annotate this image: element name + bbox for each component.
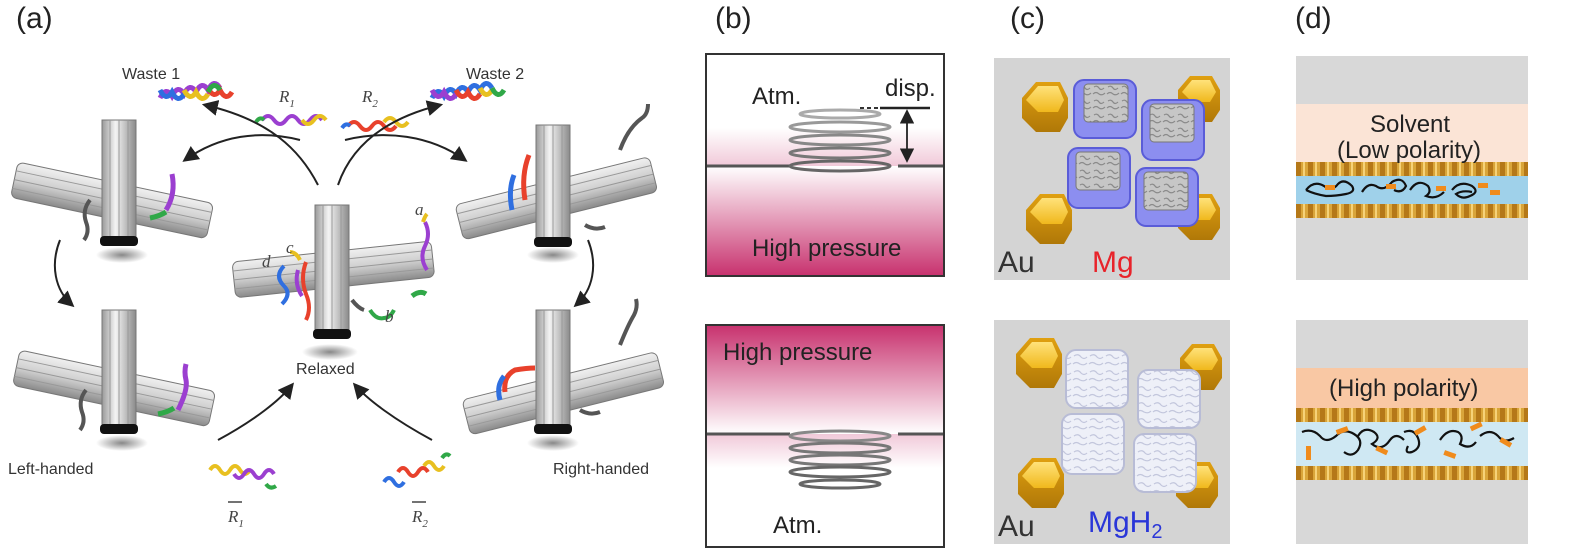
solvent-low-polarity-region [1296,104,1528,162]
top-mg-label: Mg [1092,246,1134,279]
r1-bar-label: R1 [227,507,244,530]
waste-1-label: Waste 1 [122,66,180,83]
origami-center: a b c d [232,200,435,360]
disp-label: disp. [885,75,936,102]
r2-strand-end [340,122,352,130]
gold-pad-tl [1022,82,1068,132]
panel-a-label: (a) [16,2,53,35]
panel-b: (b) Atm. disp. High pressure [705,2,945,548]
mg-block-1 [1073,79,1137,139]
high-polarity-label: (High polarity) [1329,375,1478,402]
r1-bar-strand [208,464,278,490]
r1-strand-toe [300,114,328,126]
panel-b-label: (b) [715,2,752,35]
bottom-high-pressure-label: High pressure [723,339,872,366]
r1-strand [260,114,324,126]
mgh2-block-4 [1133,433,1197,493]
bottom-au-label: Au [998,510,1035,543]
panel-d: (d) Solvent (Low polarity) [1295,2,1528,544]
r2-bar-label: R2 [411,507,428,530]
strand-d-label: d [262,252,271,271]
arrow-to-left-top [182,134,301,162]
polymer-chains-bottom [1301,421,1515,460]
origami-bottom-left [13,309,216,451]
mg-block-3 [1067,147,1131,209]
waste-1-helix [157,81,235,102]
panel-a: (a) Waste 1 Waste 2 R1 R2 [8,2,664,530]
top-high-pressure-label: High pressure [752,235,901,262]
arrow-left-down [53,239,75,308]
top-atm-label: Atm. [752,83,801,110]
mgh2-block-3 [1061,413,1125,475]
arrow-to-right-top [344,134,468,162]
panel-c-top: Au Mg [994,58,1230,280]
spring-top [788,108,892,173]
r2-bar-strand [382,452,452,488]
bottom-electrode-2 [1296,466,1528,480]
spring-bottom [788,429,892,490]
panel-b-top-box: Atm. disp. High pressure [705,53,945,277]
right-handed-label: Right-handed [553,461,649,478]
panel-d-label: (d) [1295,2,1332,35]
arrow-right-to-relaxed [352,382,433,441]
panel-c: (c) [994,2,1230,544]
solvent-label: Solvent [1370,111,1450,138]
r2-strand [346,120,398,132]
origami-bottom-right [462,298,664,451]
left-handed-label: Left-handed [8,461,93,478]
bottom-electrode-1 [1296,408,1528,422]
mgh2-block-2 [1137,369,1201,429]
waste-2-label: Waste 2 [466,66,524,83]
panel-b-bottom-box: High pressure Atm. [705,324,945,548]
top-electrode-1 [1296,162,1528,176]
arrow-left-to-relaxed [217,382,294,441]
low-polarity-label: (Low polarity) [1337,137,1481,164]
mgh2-block-1 [1065,349,1129,409]
strand-a-label: a [415,200,424,219]
panel-c-bottom: Au MgH2 [994,320,1230,544]
strand-c-label: c [286,238,294,257]
bottom-mgh2-label: MgH2 [1088,506,1162,543]
top-electrode-2 [1296,204,1528,218]
origami-top-left [11,119,214,263]
r2-label: R2 [361,87,378,110]
gold-pad-bl [1026,194,1072,244]
polymer-chains-top [1305,178,1500,199]
waste-2-helix [429,81,507,102]
strand-b-label: b [385,307,394,326]
bottom-atm-label: Atm. [773,512,822,539]
top-au-label: Au [998,246,1035,279]
arrow-right-down [573,239,595,308]
mg-block-2 [1141,99,1205,161]
bottom-channel [1296,422,1528,466]
gold-pad-bl-2 [1018,458,1064,508]
panel-d-top: Solvent (Low polarity) [1296,56,1528,280]
relaxed-label: Relaxed [296,361,355,378]
mg-block-4 [1135,167,1199,227]
arrow-to-waste-2 [337,100,444,186]
r1-strand-end [254,116,266,124]
arrow-to-waste-1 [201,100,319,186]
gold-pad-tl-2 [1016,338,1062,388]
panel-d-bottom: (High polarity) [1296,320,1528,544]
origami-top-right [455,103,657,263]
solvent-high-polarity-region [1296,368,1528,408]
r1-label: R1 [278,87,295,110]
panel-c-label: (c) [1010,2,1045,35]
